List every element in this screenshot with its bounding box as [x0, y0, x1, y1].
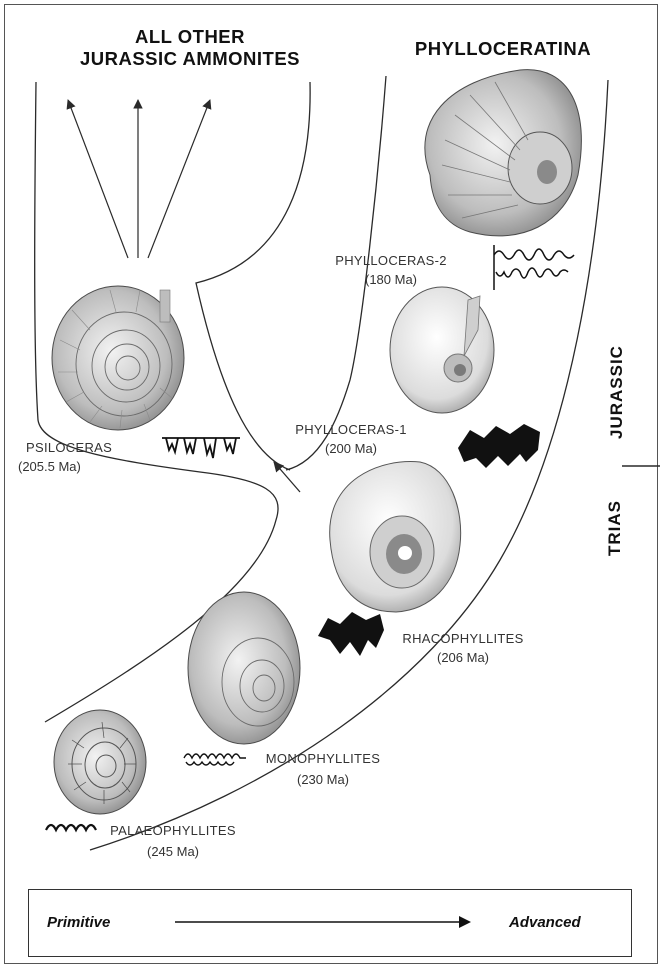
psiloceras-suture: [162, 438, 240, 458]
taxon-psiloceras: PSILOCERAS (205.5 Ma): [18, 440, 128, 474]
palaeophyllites-shell: [54, 710, 146, 814]
taxon-monophyllites: MONOPHYLLITES (230 Ma): [248, 751, 398, 787]
taxon-name: PALAEOPHYLLITES: [94, 823, 252, 838]
taxon-name: PHYLLOCERAS-2: [316, 253, 466, 268]
period-jurassic: JURASSIC: [607, 349, 627, 439]
heading-phylloceratina: PHYLLOCERATINA: [398, 38, 608, 60]
taxon-name: RHACOPHYLLITES: [388, 631, 538, 646]
taxon-age: (245 Ma): [94, 844, 252, 859]
taxon-age: (180 Ma): [316, 272, 466, 287]
taxon-age: (200 Ma): [276, 441, 426, 456]
monophyllites-shell: [188, 592, 300, 744]
heading-all-other-line1: ALL OTHER: [60, 26, 320, 48]
arrow-up-left: [68, 100, 128, 258]
taxon-age: (206 Ma): [388, 650, 538, 665]
arrow-up-right: [148, 100, 210, 258]
taxon-name: PHYLLOCERAS-1: [276, 422, 426, 437]
taxon-rhacophyllites: RHACOPHYLLITES (206 Ma): [388, 631, 538, 665]
phylloceras-1-suture: [458, 424, 540, 468]
taxon-phylloceras-2: PHYLLOCERAS-2 (180 Ma): [316, 253, 466, 287]
period-trias: TRIAS: [605, 493, 625, 563]
taxon-name: MONOPHYLLITES: [248, 751, 398, 766]
rhacophyllites-suture: [318, 612, 384, 656]
psiloceras-shell: [52, 286, 184, 430]
rhacophyllites-shell: [330, 462, 461, 612]
taxon-name: PSILOCERAS: [18, 440, 128, 455]
taxon-palaeophyllites: PALAEOPHYLLITES (245 Ma): [94, 823, 252, 859]
legend-box: Primitive Advanced: [28, 889, 632, 957]
heading-all-other: ALL OTHER JURASSIC AMMONITES: [60, 26, 320, 70]
legend-advanced: Advanced: [509, 914, 581, 931]
taxon-age: (230 Ma): [248, 772, 398, 787]
palaeophyllites-suture: [46, 825, 96, 830]
monophyllites-suture: [184, 754, 246, 765]
inner-left-curve: [196, 82, 310, 470]
phylloceras-2-shell: [425, 70, 582, 236]
heading-all-other-line2: JURASSIC AMMONITES: [60, 48, 320, 70]
taxon-phylloceras-1: PHYLLOCERAS-1 (200 Ma): [276, 422, 426, 456]
phylloceras-1-shell: [390, 287, 494, 413]
phylloceras-2-suture: [494, 245, 574, 290]
taxon-age: (205.5 Ma): [18, 459, 128, 474]
